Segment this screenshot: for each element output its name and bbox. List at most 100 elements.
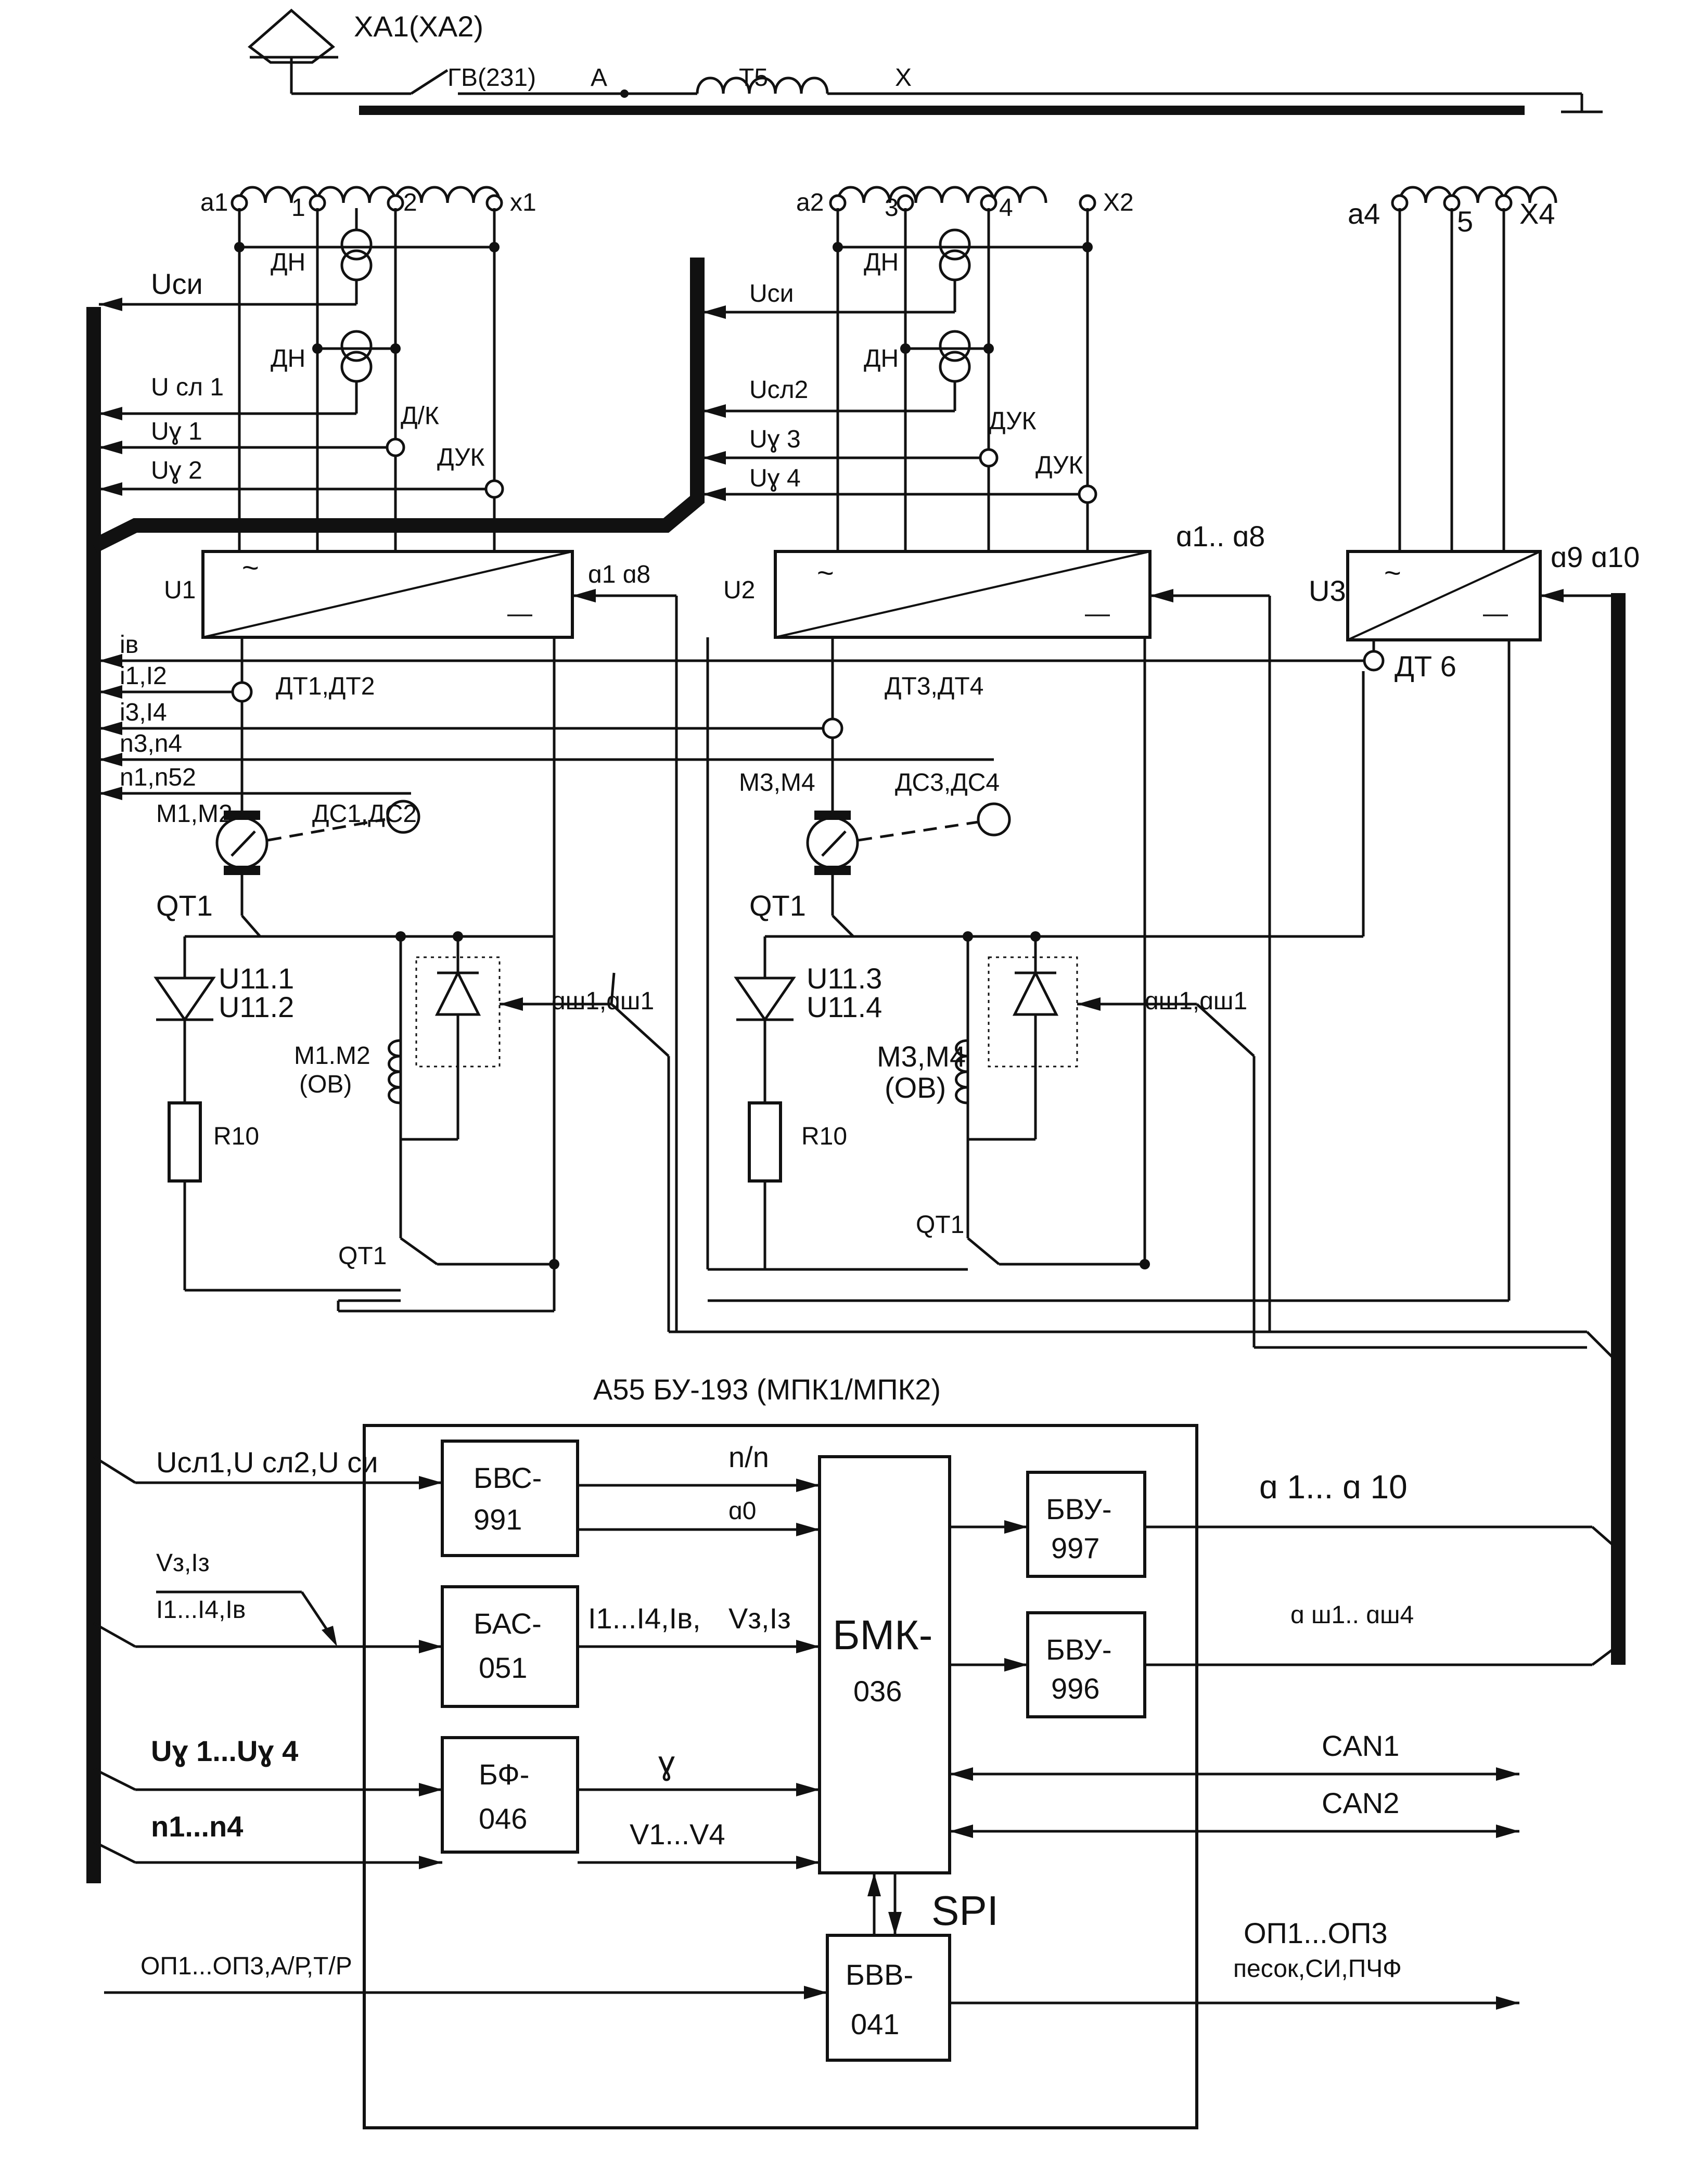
diode-label: U11.2 bbox=[219, 991, 294, 1023]
section-3 bbox=[1398, 208, 1505, 551]
input-signal-label: Uсл1,U сл2,U си bbox=[156, 1446, 378, 1479]
switch-label: QT1 bbox=[338, 1242, 387, 1270]
signal-label: Uɣ 2 bbox=[151, 457, 202, 484]
motor-group-1: ДТ1,ДТ2 ДС1,ДС2 М1,М2 QT1 U11.1 U11.2 R1… bbox=[154, 637, 1614, 1359]
breaker-contact-icon bbox=[410, 69, 449, 95]
winding-3: а4 5 Х4 bbox=[1348, 186, 1557, 238]
input-signal-label: Vз,Iз bbox=[156, 1549, 210, 1577]
winding-terminal-label: 1 bbox=[291, 194, 305, 222]
block-label: 996 bbox=[1051, 1672, 1099, 1705]
converter-label: U2 bbox=[723, 576, 755, 604]
antenna-label: ХА1(ХА2) bbox=[354, 10, 483, 43]
controller-title: А55 БУ-193 (МПК1/МПК2) bbox=[593, 1373, 941, 1406]
section-2: ДН ДН ДУК ДУК Uси Uсл2 Uɣ 3 Uɣ 4 bbox=[702, 208, 1097, 551]
converter-u3: ~ — U3 ɑ9 ɑ10 bbox=[1309, 541, 1640, 641]
signal-label: Uсл2 bbox=[749, 376, 808, 404]
signal-label: Uɣ 1 bbox=[151, 418, 202, 445]
switch-label: QT1 bbox=[749, 889, 806, 922]
block-label: БМК- bbox=[833, 1612, 932, 1658]
signal-label: Uɣ 3 bbox=[749, 426, 801, 453]
winding-terminal-label: 2 bbox=[403, 189, 417, 216]
node-x-label: Х bbox=[895, 64, 912, 92]
antenna-icon bbox=[248, 8, 335, 64]
current-sensor-label: ДУК bbox=[437, 444, 485, 471]
field-winding-label: M1.M2 bbox=[294, 1042, 370, 1070]
signal-label: Uси bbox=[749, 280, 794, 307]
internal-signal-label: n/n bbox=[728, 1441, 769, 1473]
converter-u2: ~ — U2 ɑ1.. ɑ8 bbox=[723, 520, 1271, 1332]
signal-label: Uси bbox=[151, 267, 203, 300]
input-signal-label: n1...n4 bbox=[151, 1810, 243, 1843]
internal-signal-label: I1...I4,Iв, bbox=[588, 1602, 701, 1635]
ac-symbol: ~ bbox=[242, 551, 259, 584]
signal-label: iв bbox=[120, 631, 138, 659]
block-label: БВУ- bbox=[1046, 1633, 1111, 1666]
voltage-sensor-label: ДН bbox=[864, 249, 899, 276]
diode-label: U11.3 bbox=[807, 962, 882, 995]
voltage-sensor-label: ДН bbox=[271, 345, 305, 372]
dc-symbol: — bbox=[1483, 600, 1508, 627]
winding-terminal-label: а4 bbox=[1348, 197, 1380, 230]
control-signal-label: ɑ1 ɑ8 bbox=[588, 561, 650, 588]
field-winding-label: (ОВ) bbox=[299, 1071, 352, 1098]
switch-label: QT1 bbox=[916, 1211, 964, 1239]
motor-label: М3,М4 bbox=[739, 769, 815, 796]
signal-label: n1,n52 bbox=[120, 764, 196, 791]
left-signal-lines: iв i1,I2 i3,I4 n3,n4 n1,n52 bbox=[99, 631, 1363, 800]
control-signal-label: ɑш1,ɑш1 bbox=[1145, 987, 1247, 1015]
converter-label: U1 bbox=[164, 576, 196, 604]
controller-a55: А55 БУ-193 (МПК1/МПК2) Uсл1,U сл2,U си V… bbox=[93, 1373, 1614, 2129]
breaker-label: ГВ(231) bbox=[447, 64, 536, 92]
dc-symbol: — bbox=[1085, 600, 1110, 627]
output-signal-label: ОП1...ОП3 bbox=[1244, 1917, 1388, 1949]
dc-symbol: — bbox=[507, 600, 532, 627]
control-signal-label: ɑш1,ɑш1 bbox=[552, 987, 654, 1015]
winding-terminal-label: а1 bbox=[200, 189, 228, 216]
ac-symbol: ~ bbox=[817, 556, 834, 589]
bas-block bbox=[441, 1585, 579, 1708]
motor-icon bbox=[806, 816, 859, 869]
resistor-label: R10 bbox=[801, 1123, 847, 1150]
block-label: БВС- bbox=[474, 1461, 542, 1494]
block-label: 991 bbox=[474, 1503, 522, 1536]
block-label: 041 bbox=[851, 2008, 899, 2040]
left-bus bbox=[86, 258, 705, 1883]
block-label: БАС- bbox=[474, 1607, 542, 1640]
voltage-sensor-label: ДН bbox=[864, 345, 899, 372]
switch-label: QT1 bbox=[156, 889, 213, 922]
transformer-coil-icon bbox=[696, 76, 829, 94]
winding-terminal-label: х1 bbox=[510, 189, 536, 216]
winding-1: а1 1 2 х1 bbox=[200, 186, 536, 222]
winding-terminal-label: 5 bbox=[1457, 205, 1473, 238]
output-signal-label: песок,СИ,ПЧФ bbox=[1233, 1955, 1402, 1983]
signal-label: i1,I2 bbox=[120, 662, 167, 690]
speed-sensor-icon bbox=[977, 802, 1011, 837]
signal-label: U сл 1 bbox=[151, 374, 224, 401]
current-sensor-label: ДУК bbox=[1035, 452, 1083, 479]
can1-label: CAN1 bbox=[1322, 1729, 1399, 1762]
internal-signal-label: ɑ0 bbox=[728, 1497, 756, 1525]
bvs-block bbox=[441, 1440, 579, 1557]
current-sensor-label: ДТ1,ДТ2 bbox=[276, 673, 375, 700]
block-label: БВВ- bbox=[846, 1958, 913, 1991]
output-signal-label: ɑ ш1.. ɑш4 bbox=[1290, 1601, 1414, 1629]
bf-block bbox=[441, 1736, 579, 1854]
field-winding-label: (ОВ) bbox=[885, 1071, 946, 1104]
diode-label: U11.4 bbox=[807, 991, 882, 1023]
current-sensor-label: ДТ3,ДТ4 bbox=[885, 673, 983, 700]
internal-signal-label: V1...V4 bbox=[630, 1818, 725, 1851]
internal-signal-label: Vз,Iз bbox=[728, 1602, 791, 1635]
control-signal-label: ɑ1.. ɑ8 bbox=[1176, 520, 1265, 553]
control-signal-label: ɑ9 ɑ10 bbox=[1551, 541, 1640, 573]
bmk-block bbox=[818, 1455, 951, 1874]
transformer-label: Т5 bbox=[739, 64, 768, 92]
signal-label: i3,I4 bbox=[120, 699, 167, 726]
bvv-block bbox=[826, 1934, 951, 2062]
bvy997-block bbox=[1026, 1471, 1146, 1578]
voltage-sensor-label: ДН bbox=[271, 249, 305, 276]
ac-symbol: ~ bbox=[1384, 556, 1401, 589]
input-signal-label: ОП1...ОП3,А/Р,Т/Р bbox=[140, 1952, 352, 1980]
block-label: 051 bbox=[479, 1651, 527, 1684]
winding-terminal-label: Х4 bbox=[1519, 197, 1555, 230]
